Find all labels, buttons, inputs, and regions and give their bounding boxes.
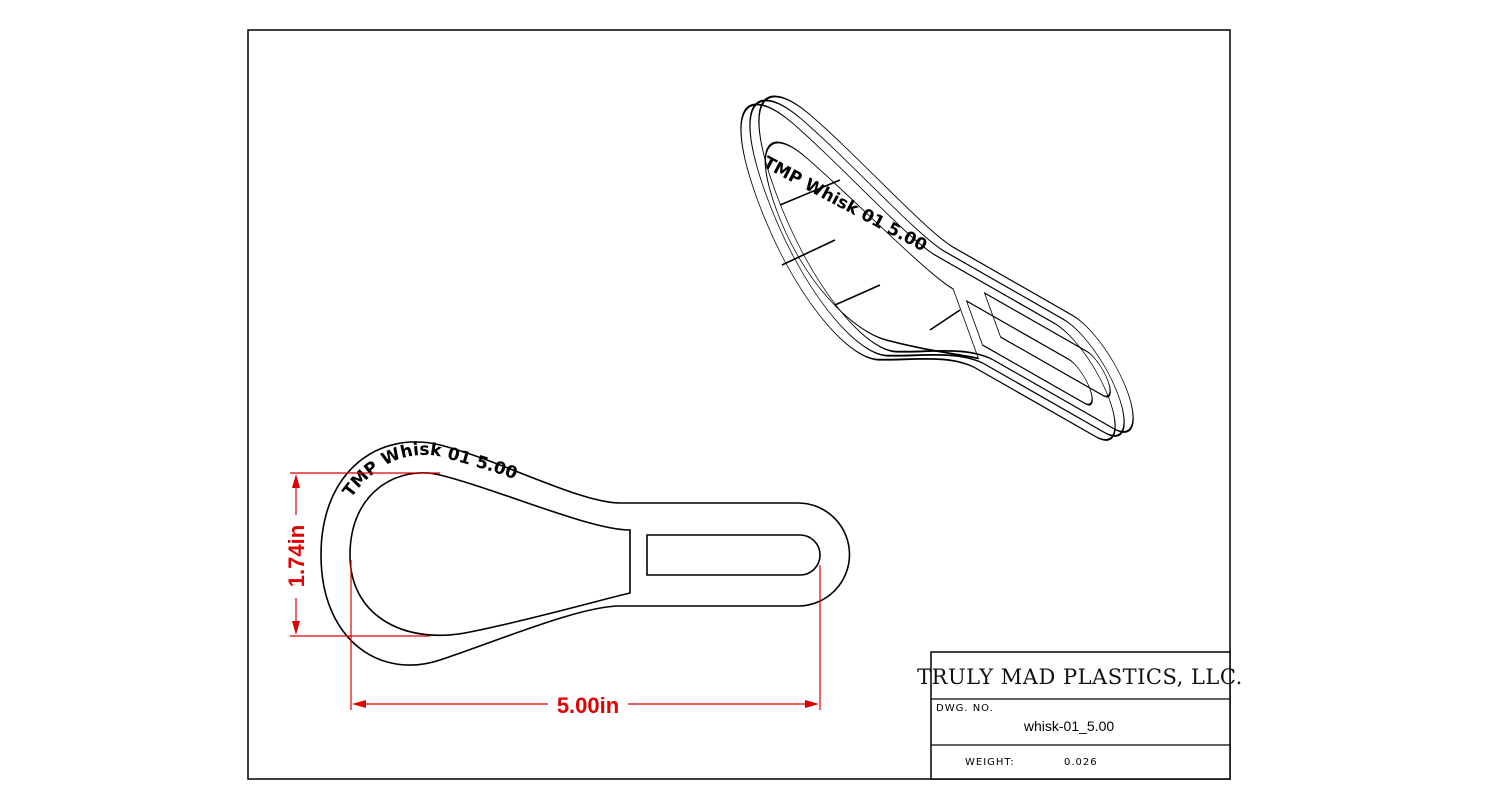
width-dimension-label: 5.00in [557, 693, 619, 718]
dwg-no-value: whisk-01_5.00 [1023, 718, 1114, 734]
weight-label: WEIGHT: [965, 757, 1015, 768]
height-dimension: 1.74in [284, 472, 440, 637]
engraving-text: TMP Whisk 01 5.00 [339, 440, 520, 501]
height-dimension-label: 1.74in [284, 525, 309, 587]
top-view: TMP Whisk 01 5.00 [320, 440, 851, 666]
title-block: TRULY MAD PLASTICS, LLC. DWG. NO. whisk-… [917, 651, 1243, 780]
dwg-no-label: DWG. NO. [936, 703, 994, 714]
outer-outline [320, 441, 851, 666]
weight-value: 0.026 [1064, 757, 1098, 768]
company-name: TRULY MAD PLASTICS, LLC. [917, 665, 1243, 689]
sheet-border [247, 29, 1231, 780]
width-dimension: 5.00in [350, 560, 821, 718]
isometric-view: TMP Whisk 01 5.00 [710, 65, 1173, 523]
handle-slot [646, 534, 821, 576]
